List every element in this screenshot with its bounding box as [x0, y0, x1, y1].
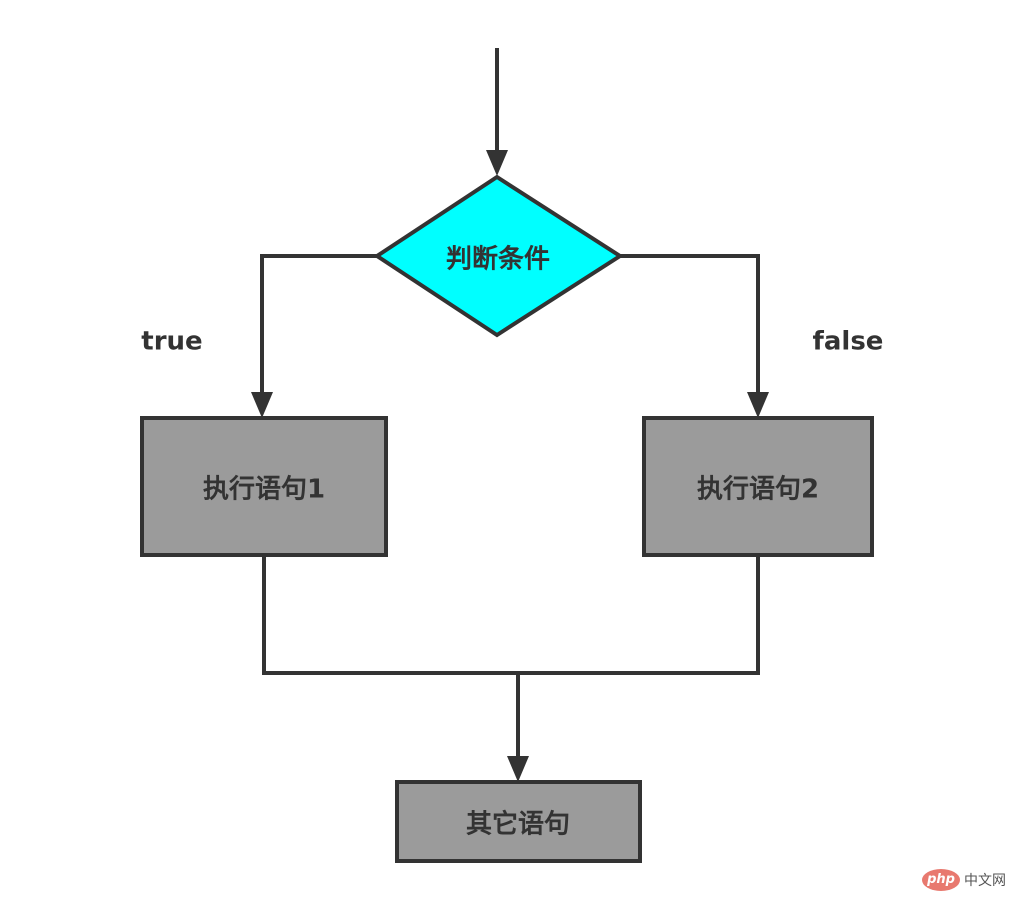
site-watermark: php 中文网	[922, 868, 1006, 892]
merge-connector	[262, 557, 760, 782]
decision-diamond	[373, 174, 624, 338]
watermark-site-text: 中文网	[964, 873, 1006, 889]
merge-arrowhead	[507, 756, 529, 782]
true-branch-line	[260, 254, 377, 394]
next-node: 其它语句	[395, 780, 642, 863]
merge-line	[262, 557, 760, 675]
process-node-2: 执行语句2	[642, 416, 874, 557]
false-label: false	[813, 327, 884, 357]
process-2-label: 执行语句2	[697, 474, 819, 505]
decision-node: 判断条件	[373, 174, 624, 338]
next-label: 其它语句	[466, 809, 570, 840]
false-branch-line	[620, 254, 760, 394]
decision-label: 判断条件	[446, 244, 550, 275]
true-label: true	[141, 327, 202, 357]
false-arrowhead	[747, 392, 769, 418]
process-2-box	[642, 416, 874, 557]
entry-arrow	[486, 48, 508, 176]
true-branch: true	[141, 254, 377, 418]
process-node-1: 执行语句1	[140, 416, 388, 557]
process-1-label: 执行语句1	[203, 474, 325, 505]
php-logo: php	[922, 869, 960, 891]
next-box	[395, 780, 642, 863]
true-arrowhead	[251, 392, 273, 418]
process-1-box	[140, 416, 388, 557]
entry-arrowhead	[486, 150, 508, 176]
false-branch: false	[620, 254, 884, 418]
